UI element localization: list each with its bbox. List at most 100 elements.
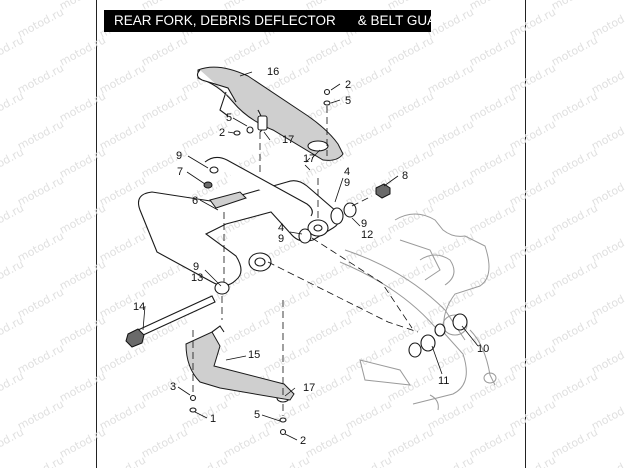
watermark-text: motod.ru	[507, 397, 558, 432]
watermark-text: motod.ru	[97, 117, 148, 152]
watermark-text: motod.ru	[57, 145, 108, 180]
watermark-text: motod.ru	[425, 453, 476, 468]
callout-5-top: 5	[345, 95, 351, 107]
callout-2-left: 2	[219, 127, 225, 139]
watermark-text: motod.ru	[15, 341, 66, 376]
watermark-text: motod.ru	[97, 229, 148, 264]
watermark-text: motod.ru	[507, 5, 558, 40]
watermark-text: motod.ru	[549, 369, 600, 404]
callout-11: 11	[438, 375, 449, 387]
callout-3: 3	[170, 381, 176, 393]
watermark-text: motod.ru	[385, 369, 436, 404]
callout-17-upper: 17	[282, 134, 294, 146]
watermark-text: motod.ru	[261, 285, 312, 320]
watermark-text: motod.ru	[0, 89, 26, 124]
watermark-text: motod.ru	[343, 117, 394, 152]
callout-1: 1	[210, 413, 216, 425]
watermark-text: motod.ru	[139, 425, 190, 460]
pivot-shaft	[125, 295, 216, 348]
watermark-text: motod.ru	[0, 313, 26, 348]
watermark-text: motod.ru	[57, 0, 108, 13]
watermark-text: motod.ru	[97, 341, 148, 376]
watermark-text: motod.ru	[343, 341, 394, 376]
watermark-text: motod.ru	[385, 425, 436, 460]
watermark-text: motod.ru	[467, 425, 518, 460]
watermark-text: motod.ru	[221, 425, 272, 460]
watermark-text: motod.ru	[57, 33, 108, 68]
diagram-title-part-b: & BELT GUARD	[357, 13, 431, 28]
watermark-text: motod.ru	[467, 201, 518, 236]
watermark-text: motod.ru	[507, 341, 558, 376]
callout-10: 10	[477, 343, 489, 355]
watermark-text: motod.ru	[549, 313, 600, 348]
watermark-text: motod.ru	[261, 453, 312, 468]
watermark-text: motod.ru	[179, 453, 230, 468]
watermark-text: motod.ru	[15, 117, 66, 152]
watermark-text: motod.ru	[261, 341, 312, 376]
watermark-text: motod.ru	[385, 257, 436, 292]
callout-9-b: 9	[344, 177, 350, 189]
watermark-text: motod.ru	[549, 257, 600, 292]
callout-14: 14	[133, 301, 145, 313]
watermark-text: motod.ru	[15, 453, 66, 468]
watermark-text: motod.ru	[303, 33, 354, 68]
watermark-text: motod.ru	[0, 257, 26, 292]
watermark-text: motod.ru	[549, 89, 600, 124]
watermark-text: motod.ru	[139, 89, 190, 124]
callout-12: 12	[361, 229, 373, 241]
watermark-text: motod.ru	[467, 89, 518, 124]
watermark-text: motod.ru	[0, 201, 26, 236]
watermark-text: motod.ru	[303, 425, 354, 460]
watermark-text: motod.ru	[139, 369, 190, 404]
watermark-text: motod.ru	[97, 453, 148, 468]
watermark-text: motod.ru	[0, 369, 26, 404]
watermark-text: motod.ru	[15, 5, 66, 40]
watermark-text: motod.ru	[385, 201, 436, 236]
watermark-text: motod.ru	[467, 33, 518, 68]
watermark-text: motod.ru	[179, 397, 230, 432]
watermark-text: motod.ru	[57, 257, 108, 292]
watermark-text: motod.ru	[303, 257, 354, 292]
callout-16: 16	[267, 66, 279, 78]
watermark-text: motod.ru	[549, 145, 600, 180]
watermark-text: motod.ru	[57, 89, 108, 124]
callout-9-a: 9	[176, 150, 182, 162]
watermark-text: motod.ru	[507, 453, 558, 468]
watermark-text: motod.ru	[425, 5, 476, 40]
alignment-lines	[192, 106, 419, 416]
watermark-text: motod.ru	[261, 397, 312, 432]
watermark-text: motod.ru	[507, 61, 558, 96]
watermark-text: motod.ru	[0, 0, 26, 13]
callout-5-bottom: 5	[254, 409, 260, 421]
watermark-text: motod.ru	[15, 285, 66, 320]
chassis-outline	[339, 213, 497, 411]
callout-13: 13	[191, 272, 203, 284]
diagram-title-part-a: REAR FORK, DEBRIS DEFLECTOR	[114, 13, 336, 28]
watermark-text: motod.ru	[507, 117, 558, 152]
watermark-text: motod.ru	[15, 61, 66, 96]
watermark-text: motod.ru	[15, 173, 66, 208]
watermark-text: motod.ru	[0, 425, 26, 460]
watermark-text: motod.ru	[507, 229, 558, 264]
watermark-text: motod.ru	[139, 33, 190, 68]
watermark-text: motod.ru	[57, 313, 108, 348]
watermark-text: motod.ru	[549, 0, 600, 13]
watermark-text: motod.ru	[425, 61, 476, 96]
watermark-text: motod.ru	[385, 145, 436, 180]
diagram-frame	[96, 0, 526, 468]
leader-lines	[142, 71, 479, 441]
watermark-text: motod.ru	[467, 145, 518, 180]
watermark-text: motod.ru	[343, 453, 394, 468]
watermark-text: motod.ru	[57, 369, 108, 404]
watermark-text: motod.ru	[221, 313, 272, 348]
watermark-text: motod.ru	[589, 453, 625, 468]
diagram-title: REAR FORK, DEBRIS DEFLECTOR & BELT GUARD	[104, 10, 431, 32]
watermark-text: motod.ru	[425, 173, 476, 208]
watermark-text: motod.ru	[57, 201, 108, 236]
watermark-text: motod.ru	[221, 33, 272, 68]
watermark-text: motod.ru	[385, 89, 436, 124]
watermark-text: motod.ru	[467, 369, 518, 404]
callout-2-top: 2	[345, 79, 351, 91]
